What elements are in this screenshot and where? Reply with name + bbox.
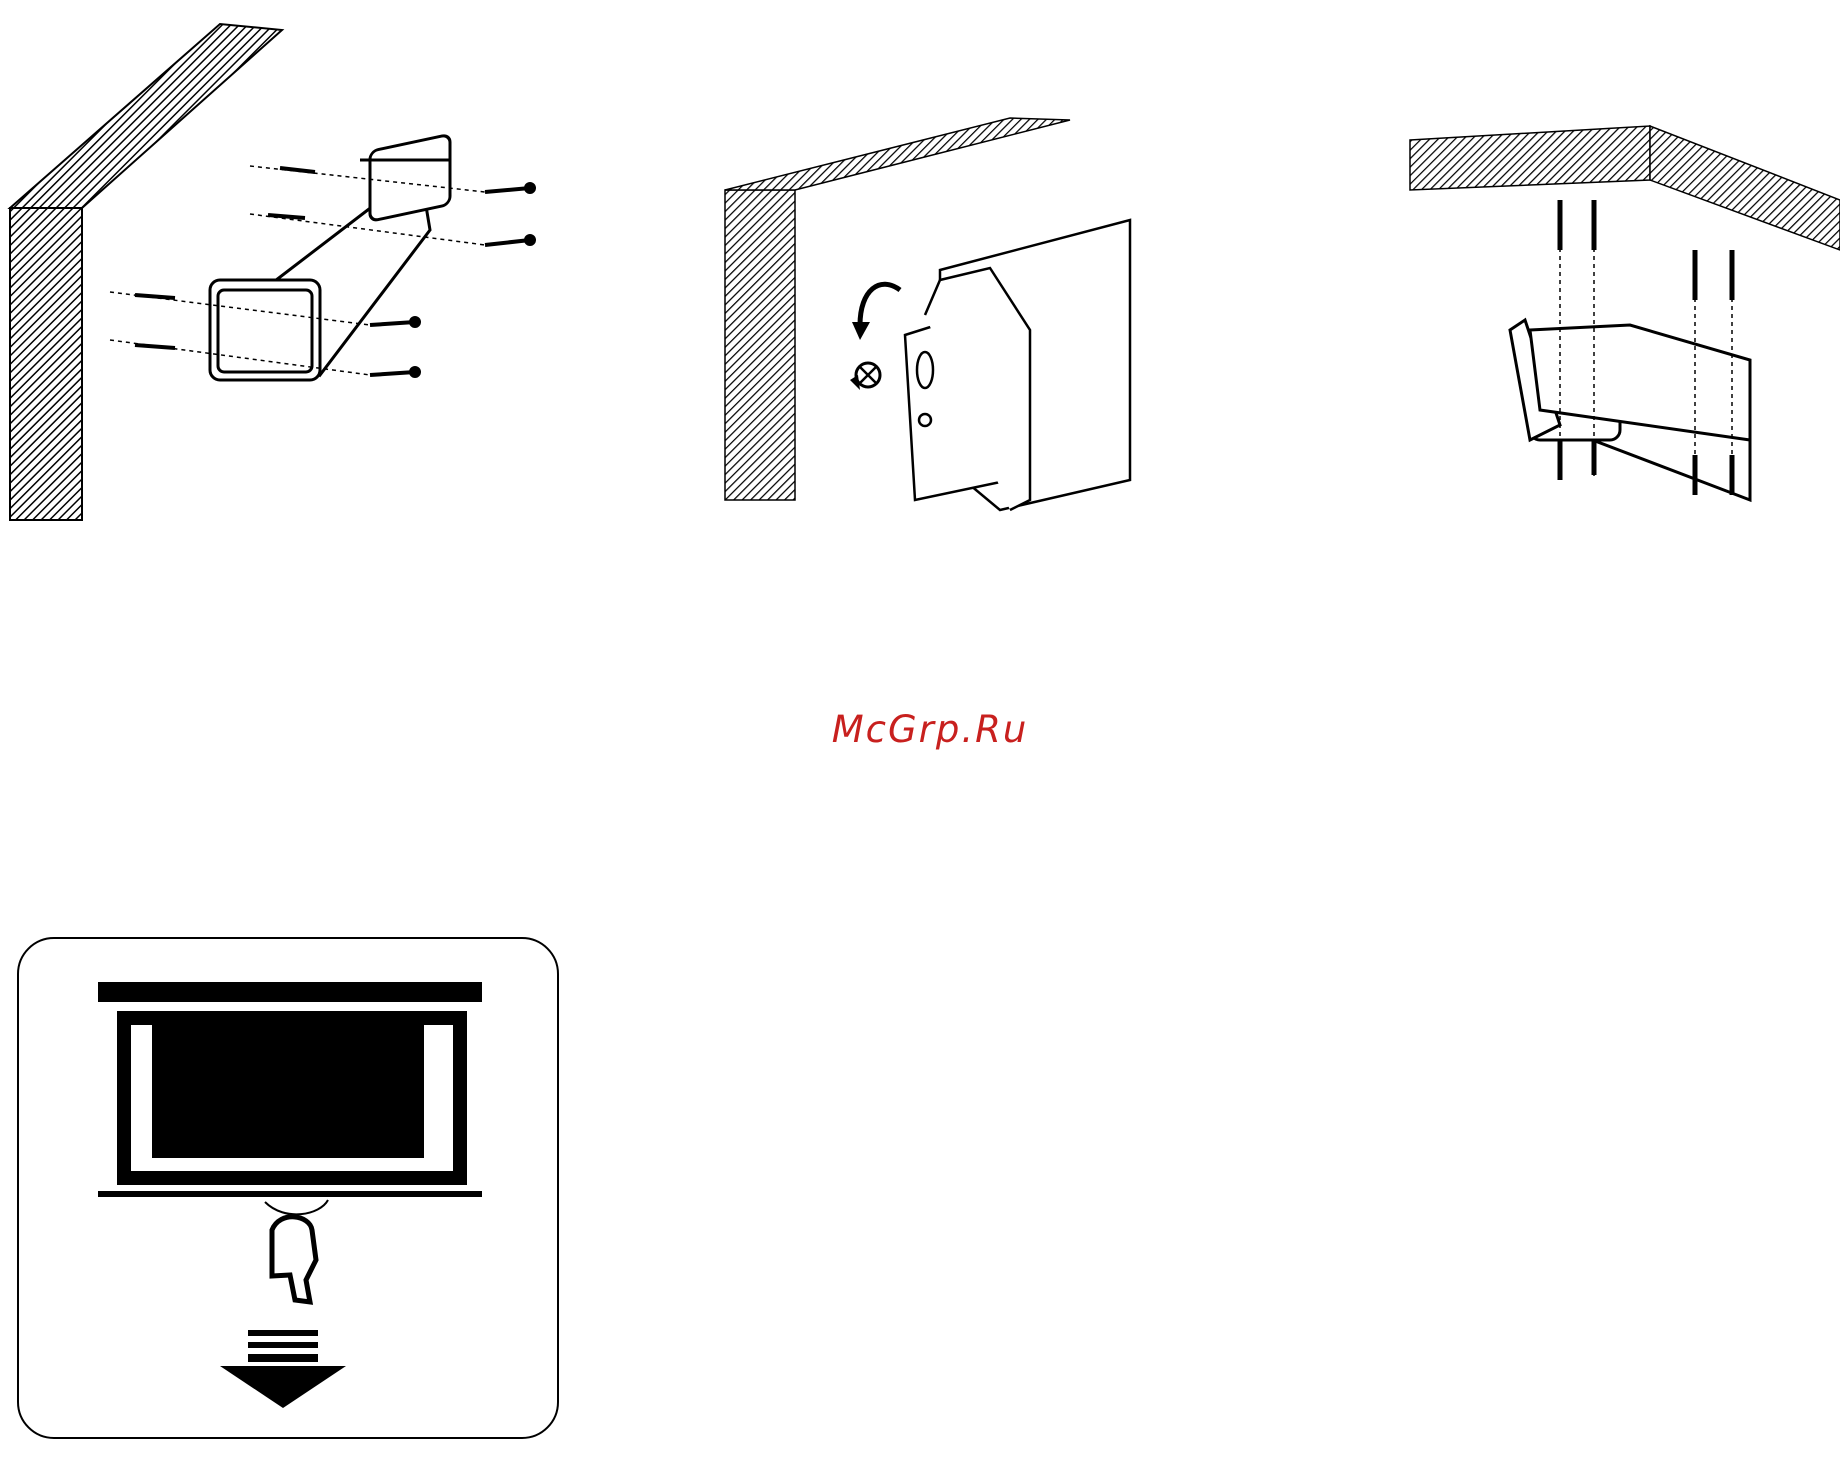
pull-down-screen-icon <box>10 930 570 1450</box>
screen-housing-icon <box>1510 320 1750 500</box>
screen-housing-icon <box>210 134 450 380</box>
wall-icon <box>10 24 282 520</box>
ceiling-mount-diagram-icon <box>1390 110 1840 530</box>
ceiling-icon <box>1410 126 1840 250</box>
watermark-text: McGrp.Ru <box>800 708 1060 751</box>
bracket-icon <box>905 220 1130 510</box>
screw-icon <box>850 363 880 390</box>
bracket-screw-diagram-icon <box>700 100 1160 540</box>
bottom-bar-icon <box>98 1191 482 1197</box>
screen-case-icon <box>98 982 482 1002</box>
rotate-arrow-icon <box>860 284 900 325</box>
wall-mount-diagram-icon <box>0 0 560 540</box>
